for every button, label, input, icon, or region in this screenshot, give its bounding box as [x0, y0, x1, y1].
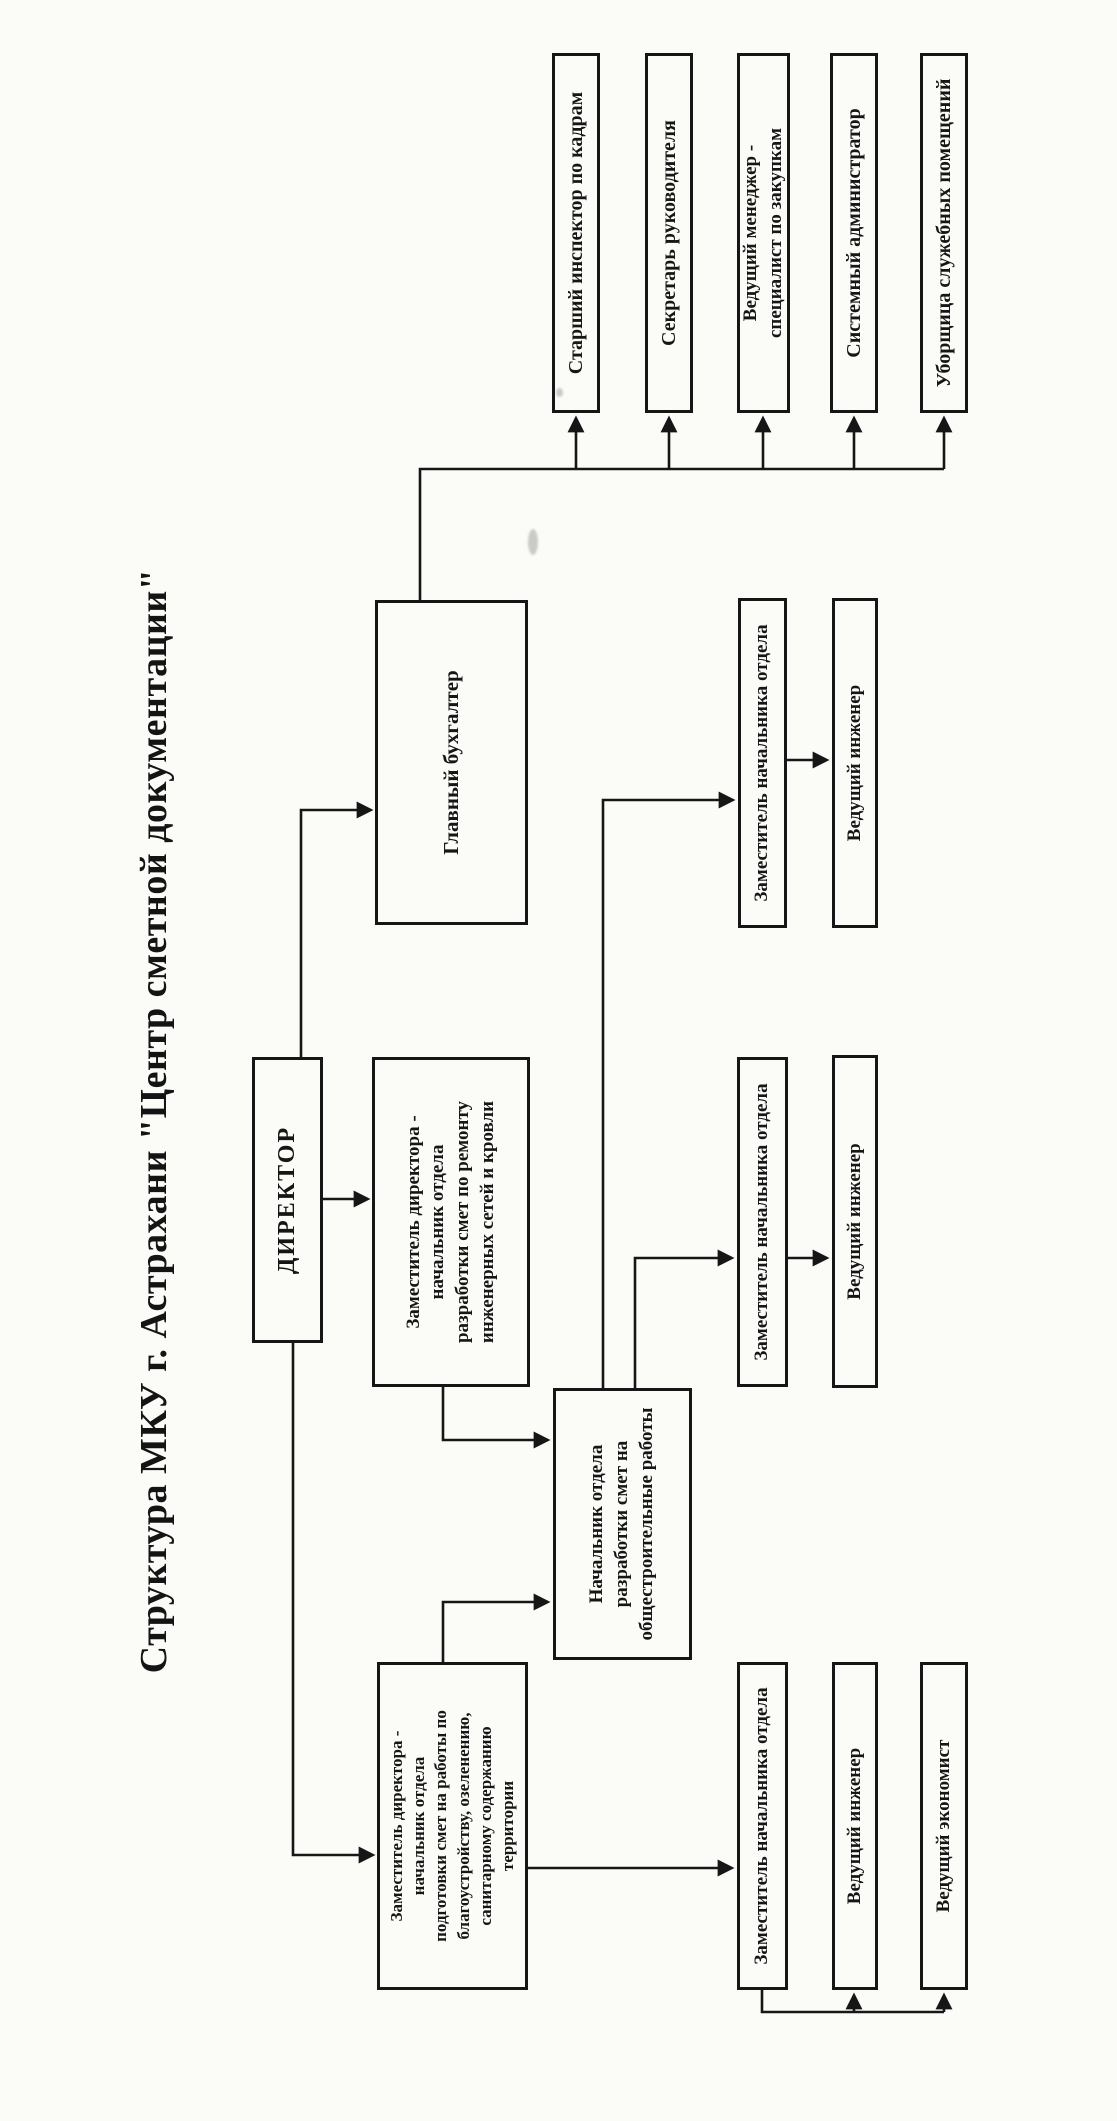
node-chief-accountant: Главный бухгалтер — [375, 600, 528, 925]
connector-director-to-landscaping-deputy — [291, 1343, 376, 1864]
node-lead-engineer-middle: Ведущий инженер — [832, 1055, 878, 1388]
node-label-deputy-head-right: Заместитель начальника отдела — [751, 624, 773, 902]
connector-engineering-deputy-to-head-general — [441, 1387, 551, 1449]
node-label-director: ДИРЕКТОР — [273, 1125, 300, 1275]
node-deputy-head-left: Заместитель начальника отдела — [737, 1662, 788, 1990]
node-label-cleaner: Уборщица служебных помещений — [933, 78, 955, 388]
node-label-deputy-head-left: Заместитель начальника отдела — [751, 1687, 773, 1965]
node-deputy-head-right: Заместитель начальника отдела — [738, 598, 787, 928]
node-lead-engineer-right: Ведущий инженер — [832, 598, 878, 928]
scan-speck — [528, 529, 538, 555]
node-label-procurement-manager: Ведущий менеджер - специалист по закупка… — [739, 127, 786, 339]
scan-speck — [556, 388, 563, 397]
node-senior-hr-inspector: Старший инспектор по кадрам — [552, 53, 600, 413]
node-label-chief-accountant: Главный бухгалтер — [438, 670, 463, 855]
connector-director-to-chief-accountant — [299, 801, 374, 1057]
connector-landscaping-deputy-to-head-general — [441, 1593, 551, 1662]
node-label-deputy-director-engineering: Заместитель директора - начальник отдела… — [402, 1100, 498, 1344]
node-system-administrator: Системный администратор — [830, 53, 878, 413]
node-label-secretary: Секретарь руководителя — [658, 120, 680, 346]
node-director: ДИРЕКТОР — [252, 1057, 323, 1343]
node-label-system-administrator: Системный администратор — [843, 108, 865, 358]
node-label-lead-economist: Ведущий экономист — [932, 1739, 954, 1913]
node-lead-engineer-left: Ведущий инженер — [832, 1662, 878, 1990]
node-label-lead-engineer-left: Ведущий инженер — [843, 1747, 865, 1905]
connector-head-general-to-deputy-head-right — [601, 791, 736, 1388]
node-cleaner: Уборщица служебных помещений — [920, 53, 968, 413]
node-deputy-director-engineering: Заместитель директора - начальник отдела… — [372, 1057, 530, 1387]
node-lead-economist: Ведущий экономист — [920, 1662, 968, 1990]
node-procurement-manager: Ведущий менеджер - специалист по закупка… — [737, 53, 790, 413]
node-head-general-construction: Начальник отдела разработки смет на обще… — [553, 1388, 692, 1660]
node-label-lead-engineer-middle: Ведущий инженер — [843, 1143, 865, 1300]
connector-left-column-trunk — [760, 1990, 944, 2014]
node-label-deputy-director-landscaping: Заместитель директора - начальник отдела… — [387, 1710, 517, 1942]
node-label-lead-engineer-right: Ведущий инженер — [843, 684, 865, 842]
connector-head-general-to-deputy-head-middle — [633, 1249, 735, 1388]
node-secretary: Секретарь руководителя — [645, 53, 693, 413]
node-label-head-general-construction: Начальник отдела разработки смет на обще… — [586, 1407, 657, 1641]
connector-accountant-staff-trunk — [418, 467, 944, 600]
node-label-senior-hr-inspector: Старший инспектор по кадрам — [565, 91, 587, 375]
node-label-deputy-head-middle: Заместитель начальника отдела — [751, 1083, 773, 1361]
node-deputy-director-landscaping: Заместитель директора - начальник отдела… — [377, 1662, 528, 1990]
node-deputy-head-middle: Заместитель начальника отдела — [737, 1057, 788, 1387]
